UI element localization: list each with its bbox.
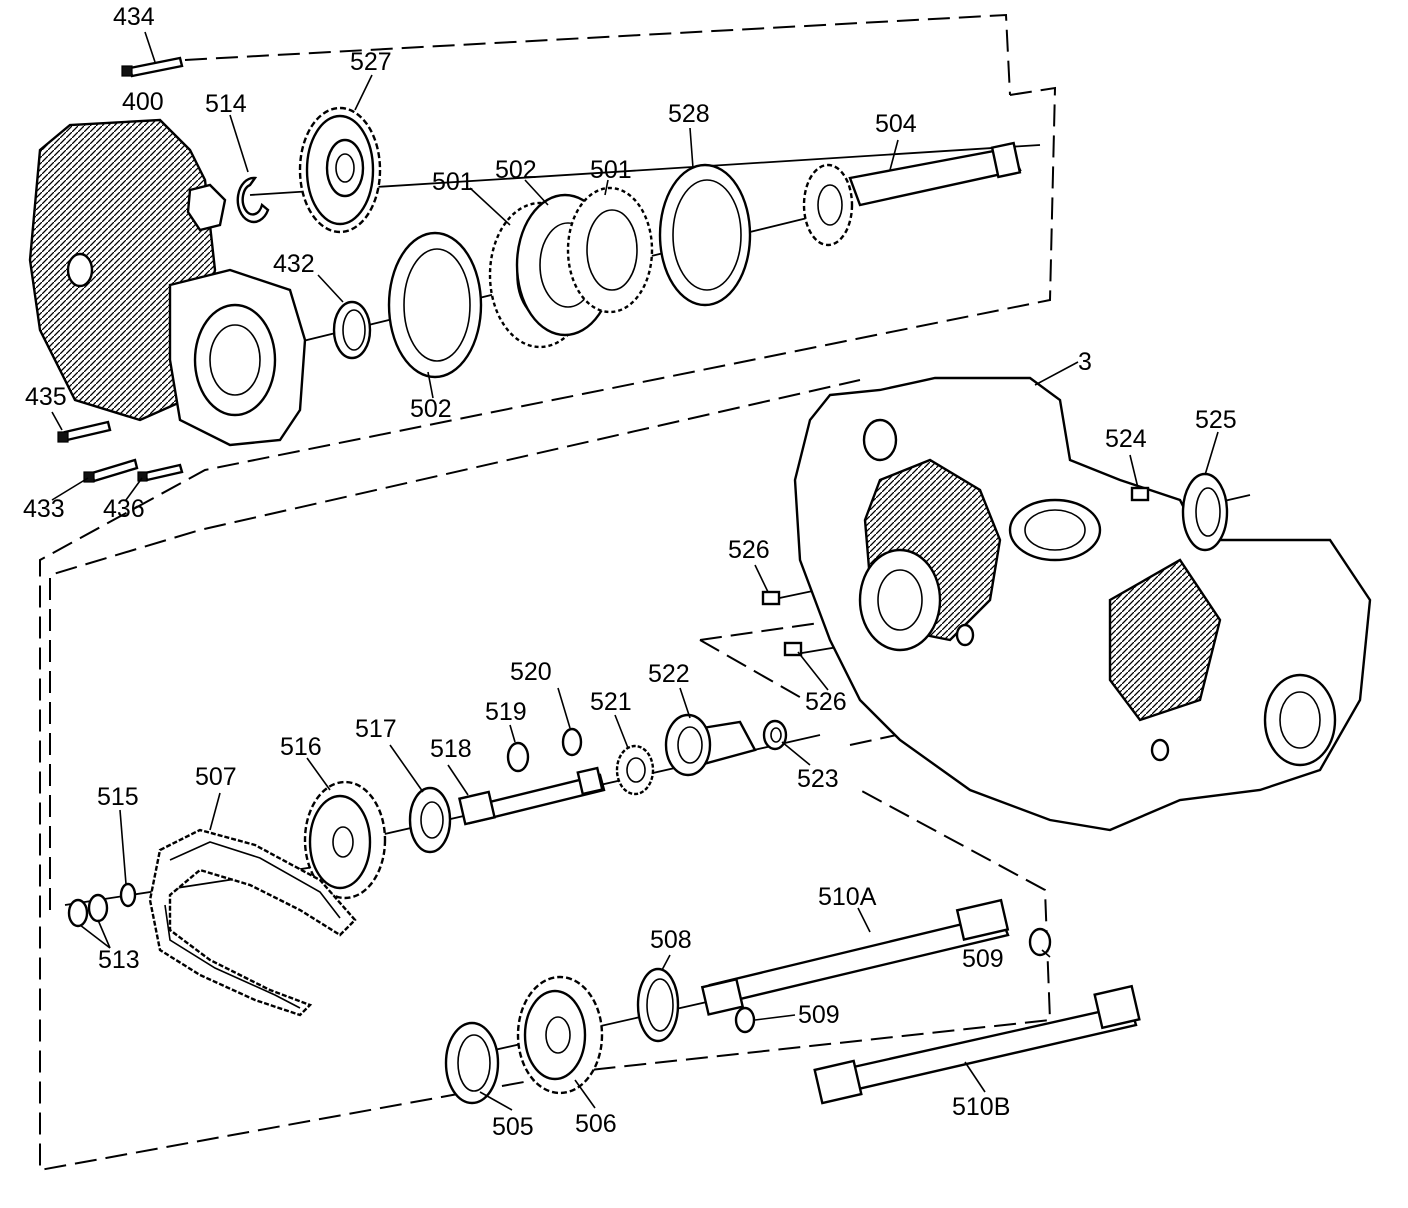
label-3: 3	[1078, 348, 1092, 376]
label-434: 434	[113, 3, 155, 31]
shaft-518	[458, 766, 606, 826]
label-524: 524	[1105, 425, 1147, 453]
label-510A: 510A	[818, 883, 877, 911]
dowel-pin-526-lower	[783, 641, 803, 657]
bolt-436	[137, 463, 184, 482]
transaxle-case-3	[793, 376, 1372, 832]
seal-509-lower	[734, 1006, 756, 1034]
label-507: 507	[195, 763, 237, 791]
label-502-upper: 502	[495, 156, 537, 184]
label-501-right: 501	[590, 156, 632, 184]
bolt-434	[121, 56, 184, 78]
label-509-lower: 509	[798, 1001, 840, 1029]
seal-509-upper	[1028, 927, 1052, 957]
clutch-plate-502-lower	[387, 231, 483, 379]
snap-ring-514	[236, 176, 270, 224]
label-505: 505	[492, 1113, 534, 1141]
label-526-upper: 526	[728, 536, 770, 564]
label-519: 519	[485, 698, 527, 726]
label-523: 523	[797, 765, 839, 793]
bearing-521	[615, 744, 655, 796]
snap-ring-432	[332, 300, 372, 360]
label-520: 520	[510, 658, 552, 686]
label-517: 517	[355, 715, 397, 743]
label-516: 516	[280, 733, 322, 761]
label-525: 525	[1195, 406, 1237, 434]
thrust-washer-517	[408, 786, 452, 854]
ring-519	[506, 741, 530, 773]
differential-gear-506	[516, 975, 604, 1095]
label-400: 400	[122, 88, 164, 116]
label-510B: 510B	[952, 1093, 1010, 1121]
label-518: 518	[430, 735, 472, 763]
label-528: 528	[668, 100, 710, 128]
axle-shaft-510B	[813, 984, 1141, 1105]
label-432: 432	[273, 250, 315, 278]
label-433: 433	[23, 495, 65, 523]
callout-labels: 434 400 514 527 528 504 501 502 501 432 …	[23, 3, 1237, 1141]
ring-508	[636, 967, 680, 1043]
ring-505	[444, 1021, 500, 1105]
bolt-435	[57, 420, 112, 443]
label-508: 508	[650, 926, 692, 954]
label-435: 435	[25, 383, 67, 411]
label-513: 513	[98, 946, 140, 974]
dowel-pin-526-upper	[761, 590, 781, 606]
label-527: 527	[350, 48, 392, 76]
plate-528	[658, 163, 752, 307]
gear-522	[664, 713, 757, 777]
ring-520	[561, 727, 583, 757]
sprocket-516	[303, 780, 387, 900]
ring-515	[119, 882, 137, 908]
bolt-433	[83, 458, 139, 483]
bushing-523	[762, 719, 788, 751]
axle-shaft-510A	[700, 898, 1010, 1016]
label-506: 506	[575, 1110, 617, 1138]
seal-525	[1181, 472, 1229, 552]
label-521: 521	[590, 688, 632, 716]
label-522: 522	[648, 660, 690, 688]
leader-lines	[51, 31, 1219, 1111]
label-514: 514	[205, 90, 247, 118]
clutch-pack-501-502	[488, 186, 654, 349]
label-436: 436	[103, 495, 145, 523]
label-501-left: 501	[432, 168, 474, 196]
sprocket-527	[298, 106, 382, 234]
label-504: 504	[875, 110, 917, 138]
channel-plate-cover-400	[28, 118, 307, 447]
shaft-504	[802, 141, 1022, 247]
label-502-lower: 502	[410, 395, 452, 423]
label-515: 515	[97, 783, 139, 811]
seal-rings-513	[67, 893, 109, 928]
drive-chain-507	[148, 828, 357, 1017]
plug-524	[1130, 486, 1150, 502]
label-526-lower: 526	[805, 688, 847, 716]
label-509-upper: 509	[962, 945, 1004, 973]
